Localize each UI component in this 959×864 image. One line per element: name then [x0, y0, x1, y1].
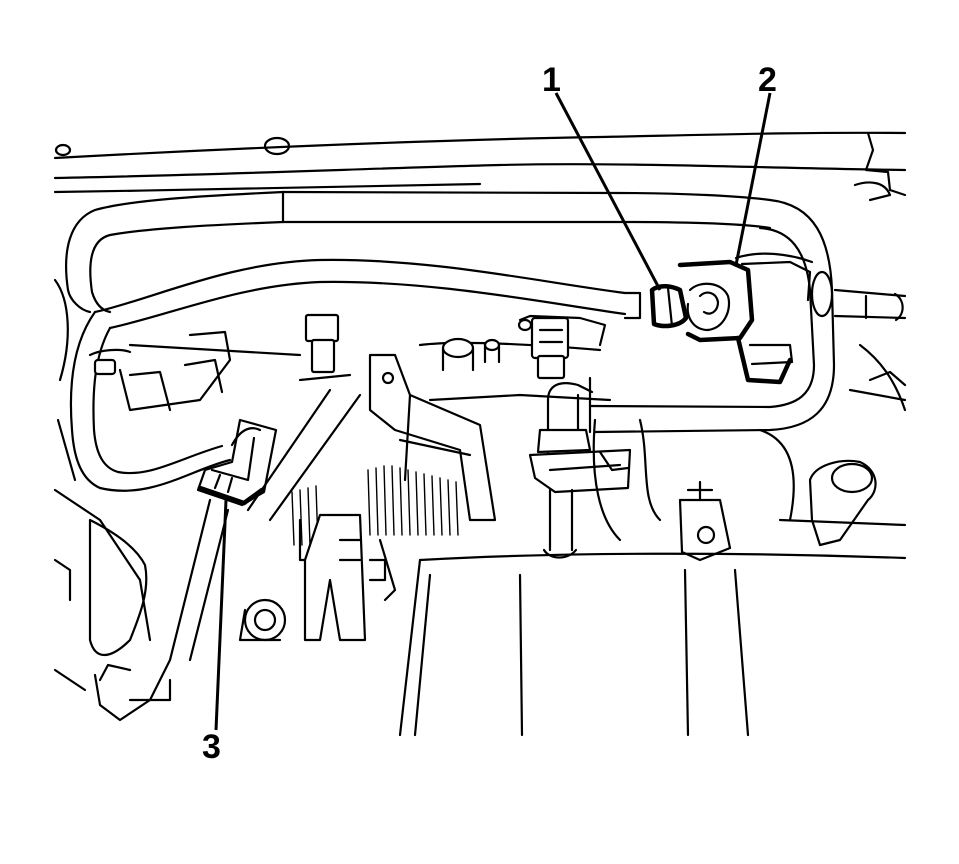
lower-housing [298, 518, 907, 737]
purge-solenoid-valve [677, 252, 814, 385]
support-strut [93, 388, 362, 722]
callout-2: 2 [734, 61, 777, 266]
pipe-clips [128, 313, 352, 382]
callout-number-1: 1 [542, 61, 561, 99]
callout-1: 1 [542, 61, 662, 291]
upper-hose [65, 190, 772, 314]
left-lower-panel [53, 488, 152, 692]
cooling-fins [291, 465, 459, 546]
electrical-connector [196, 418, 278, 507]
left-structure [53, 278, 232, 482]
center-bracket [368, 353, 497, 522]
callout-number-3: 3 [202, 728, 221, 766]
right-return-pipe [588, 198, 907, 434]
right-lower-components [592, 343, 907, 562]
cowl-panel [53, 131, 907, 202]
callout-3: 3 [202, 499, 228, 766]
vertical-hose [528, 382, 632, 559]
quick-connector [649, 284, 689, 329]
callout-number-2: 2 [758, 61, 777, 99]
lower-mount-bracket [238, 513, 397, 642]
intake-body [418, 314, 612, 402]
